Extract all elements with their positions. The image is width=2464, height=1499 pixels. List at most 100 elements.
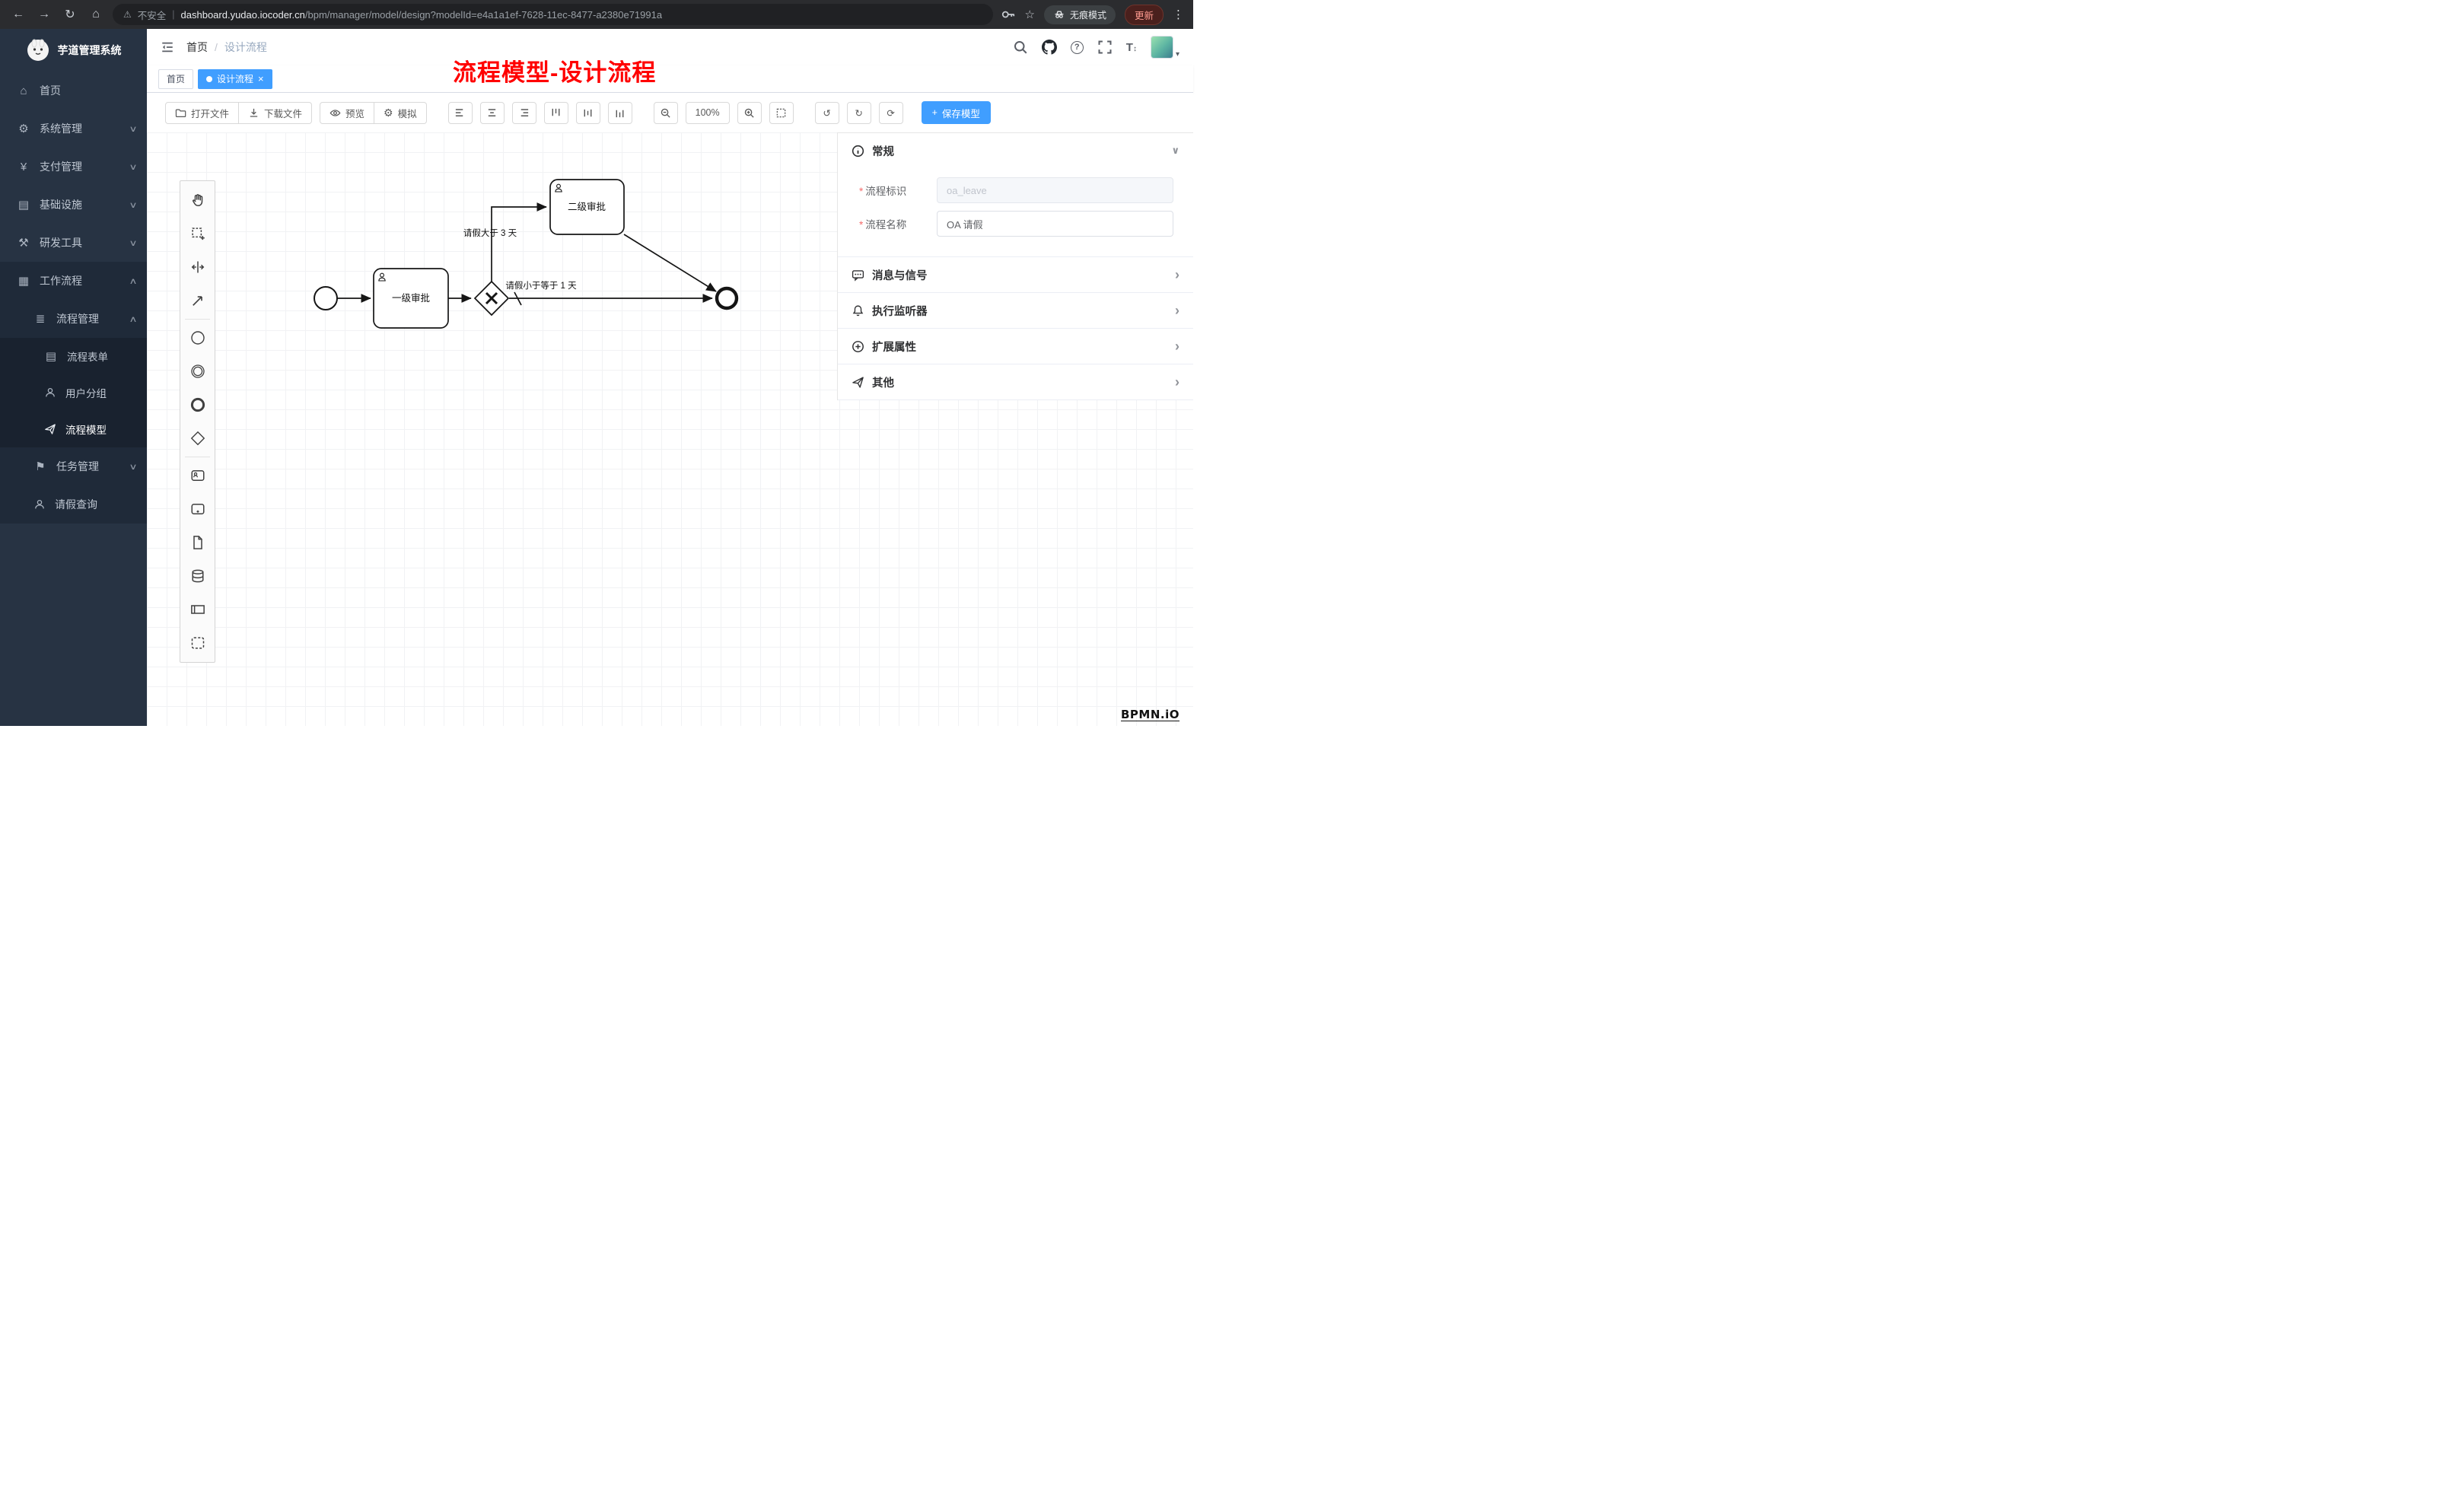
field-process-name: *流程名称: [859, 211, 1173, 237]
download-file-button[interactable]: 下载文件: [239, 101, 313, 124]
avatar[interactable]: [1150, 36, 1173, 59]
chevron-down-icon: ∨: [129, 162, 138, 172]
intermediate-event-icon[interactable]: [180, 355, 215, 388]
section-header[interactable]: 其他 ›: [838, 364, 1193, 399]
fullscreen-icon[interactable]: [1097, 40, 1113, 55]
chevron-down-icon: ∨: [129, 124, 138, 134]
sidebar-item-user-group[interactable]: 用户分组: [0, 374, 147, 411]
user-menu[interactable]: ▾: [1150, 36, 1179, 59]
general-fields: *流程标识 *流程名称: [838, 168, 1193, 256]
align-bottom-button[interactable]: [607, 101, 632, 124]
download-file-label: 下载文件: [264, 108, 303, 119]
process-key-input[interactable]: [937, 177, 1173, 203]
start-event[interactable]: [314, 286, 338, 310]
key-icon[interactable]: [1001, 7, 1016, 22]
sidebar-item-workflow[interactable]: ▦ 工作流程 ∧: [0, 262, 147, 300]
bpmn-diagram[interactable]: 一级审批 二级审批: [147, 132, 1193, 726]
flow-task2-to-end[interactable]: [623, 234, 717, 292]
info-icon: [852, 145, 864, 157]
sidebar-item-label: 流程模型: [65, 425, 107, 436]
zoom-out-button[interactable]: [653, 101, 678, 124]
preview-button[interactable]: 预览: [320, 101, 375, 124]
open-file-button[interactable]: 打开文件: [165, 101, 240, 124]
sidebar-item-process-form[interactable]: ▤ 流程表单: [0, 338, 147, 374]
subprocess-icon[interactable]: [180, 492, 215, 526]
hand-tool-icon[interactable]: [180, 183, 215, 217]
chevron-right-icon: ›: [1175, 374, 1179, 390]
sidebar-item-task-mgmt[interactable]: ⚑ 任务管理 ∨: [0, 447, 147, 485]
data-object-icon[interactable]: [180, 526, 215, 559]
align-top-button[interactable]: [543, 101, 568, 124]
task-first-approval[interactable]: 一级审批: [373, 268, 449, 329]
sidebar-collapse-icon[interactable]: [161, 40, 174, 54]
font-size-icon[interactable]: T↕: [1126, 41, 1137, 54]
end-event[interactable]: [715, 286, 739, 310]
align-center-button[interactable]: [479, 101, 505, 124]
section-header[interactable]: 扩展属性 ›: [838, 329, 1193, 364]
update-button[interactable]: 更新: [1124, 4, 1164, 25]
tab-home[interactable]: 首页: [158, 68, 194, 89]
caret-down-icon: ▾: [1175, 50, 1179, 59]
sidebar-item-devtools[interactable]: ⚒ 研发工具 ∨: [0, 224, 147, 262]
end-event-icon[interactable]: [180, 388, 215, 422]
align-right-button[interactable]: [511, 101, 536, 124]
sidebar-item-process-mgmt[interactable]: ≣ 流程管理 ∧: [0, 300, 147, 338]
redo-button[interactable]: ↻: [846, 101, 871, 124]
tab-design-process[interactable]: 设计流程 ×: [198, 68, 272, 89]
sidebar-item-leave-query[interactable]: 请假查询: [0, 485, 147, 524]
flow-gateway-to-task2[interactable]: [491, 202, 547, 282]
back-button[interactable]: ←: [12, 8, 24, 21]
start-event-icon[interactable]: [180, 321, 215, 355]
browser-home-button[interactable]: ⌂: [92, 8, 100, 21]
section-header[interactable]: 执行监听器 ›: [838, 293, 1193, 328]
sidebar-item-infrastructure[interactable]: ▤ 基础设施 ∨: [0, 186, 147, 224]
space-tool-icon[interactable]: [180, 250, 215, 284]
bpmn-io-watermark[interactable]: BPMN.iO: [1121, 708, 1179, 721]
section-header[interactable]: 消息与信号 ›: [838, 257, 1193, 292]
incognito-badge: 无痕模式: [1043, 5, 1116, 24]
participant-pool-icon[interactable]: [180, 593, 215, 626]
sidebar-item-system[interactable]: ⚙ 系统管理 ∨: [0, 110, 147, 148]
zoom-in-button[interactable]: [737, 101, 762, 124]
chevron-down-icon: ∨: [129, 238, 138, 248]
help-icon[interactable]: ?: [1070, 40, 1084, 54]
simulate-button[interactable]: ⚙ 模拟: [374, 101, 427, 124]
sidebar: 芋道管理系统 ⌂ 首页 ⚙ 系统管理 ∨ ¥ 支付管理 ∨ ▤ 基础设施 ∨: [0, 29, 147, 726]
group-icon[interactable]: [180, 626, 215, 660]
bookmark-star-icon[interactable]: ☆: [1024, 8, 1035, 21]
section-title: 常规: [872, 145, 894, 158]
zoom-fit-button[interactable]: [769, 101, 794, 124]
forward-button[interactable]: →: [38, 8, 50, 21]
breadcrumb-home[interactable]: 首页: [186, 41, 208, 53]
warning-icon: ⚠: [123, 9, 132, 20]
incognito-icon: [1054, 11, 1065, 18]
send-icon: [45, 424, 56, 434]
align-left-button[interactable]: [447, 101, 473, 124]
browser-menu-icon[interactable]: ⋮: [1173, 8, 1184, 21]
save-model-button[interactable]: + 保存模型: [921, 101, 991, 124]
search-icon[interactable]: [1013, 40, 1028, 55]
reload-button[interactable]: ↻: [65, 8, 75, 21]
section-general-header[interactable]: 常规 ∨: [838, 133, 1193, 168]
address-bar[interactable]: ⚠ 不安全 | dashboard.yudao.iocoder.cn/bpm/m…: [113, 4, 993, 25]
zoom-level-button[interactable]: 100%: [685, 101, 730, 124]
global-connect-icon[interactable]: [180, 284, 215, 317]
sidebar-item-home[interactable]: ⌂ 首页: [0, 72, 147, 110]
user-task-icon[interactable]: [180, 459, 215, 492]
align-middle-button[interactable]: [575, 101, 600, 124]
task-second-approval[interactable]: 二级审批: [549, 179, 625, 235]
undo-button[interactable]: ↺: [814, 101, 839, 124]
sidebar-item-payment[interactable]: ¥ 支付管理 ∨: [0, 148, 147, 186]
url-text: dashboard.yudao.iocoder.cn/bpm/manager/m…: [181, 9, 663, 21]
close-icon[interactable]: ×: [258, 73, 264, 84]
lasso-tool-icon[interactable]: [180, 217, 215, 250]
data-store-icon[interactable]: [180, 559, 215, 593]
section-title: 其他: [872, 377, 894, 390]
github-icon[interactable]: [1041, 40, 1057, 55]
exclusive-gateway[interactable]: [473, 280, 510, 317]
sidebar-item-process-model[interactable]: 流程模型: [0, 411, 147, 447]
restart-button[interactable]: ⟳: [878, 101, 903, 124]
process-name-input[interactable]: [937, 211, 1173, 237]
gateway-icon[interactable]: [180, 422, 215, 455]
zoom-in-icon: [744, 108, 754, 118]
